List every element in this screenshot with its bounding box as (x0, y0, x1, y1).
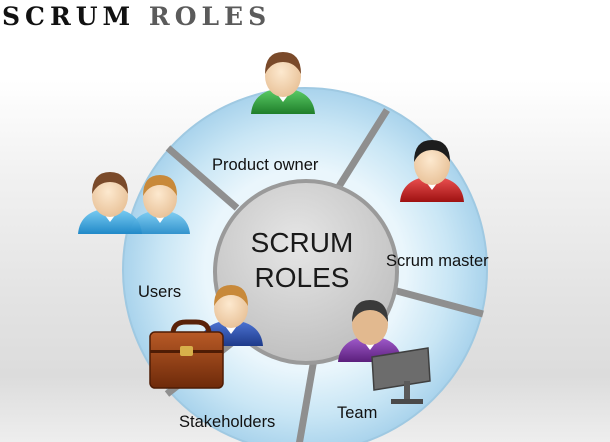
briefcase-icon (149, 319, 224, 389)
role-label-stakeholders: Stakeholders (179, 413, 275, 431)
role-label-users: Users (138, 283, 181, 301)
page-title: SCRUM ROLES (2, 2, 271, 32)
center-hub (213, 179, 399, 365)
divider-team-stakeholders (296, 358, 318, 442)
role-label-product-owner: Product owner (212, 156, 319, 174)
divider-product-owner-scrum-master (335, 108, 390, 190)
computer-monitor-icon (371, 347, 431, 404)
user-person-icon (130, 175, 190, 234)
title-word-roles: ROLES (148, 2, 272, 31)
user-person-icon (78, 172, 142, 234)
scrum-master-person-icon (400, 140, 464, 202)
title-word-scrum: SCRUM (2, 2, 136, 31)
role-label-team: Team (337, 404, 377, 422)
center-label-line1: SCRUM (251, 227, 354, 258)
product-owner-person-icon (251, 52, 315, 114)
divider-scrum-master-team (392, 286, 484, 318)
divider-users-product-owner (165, 145, 240, 211)
center-label-line2: ROLES (255, 262, 350, 293)
role-label-scrum-master: Scrum master (386, 252, 489, 270)
